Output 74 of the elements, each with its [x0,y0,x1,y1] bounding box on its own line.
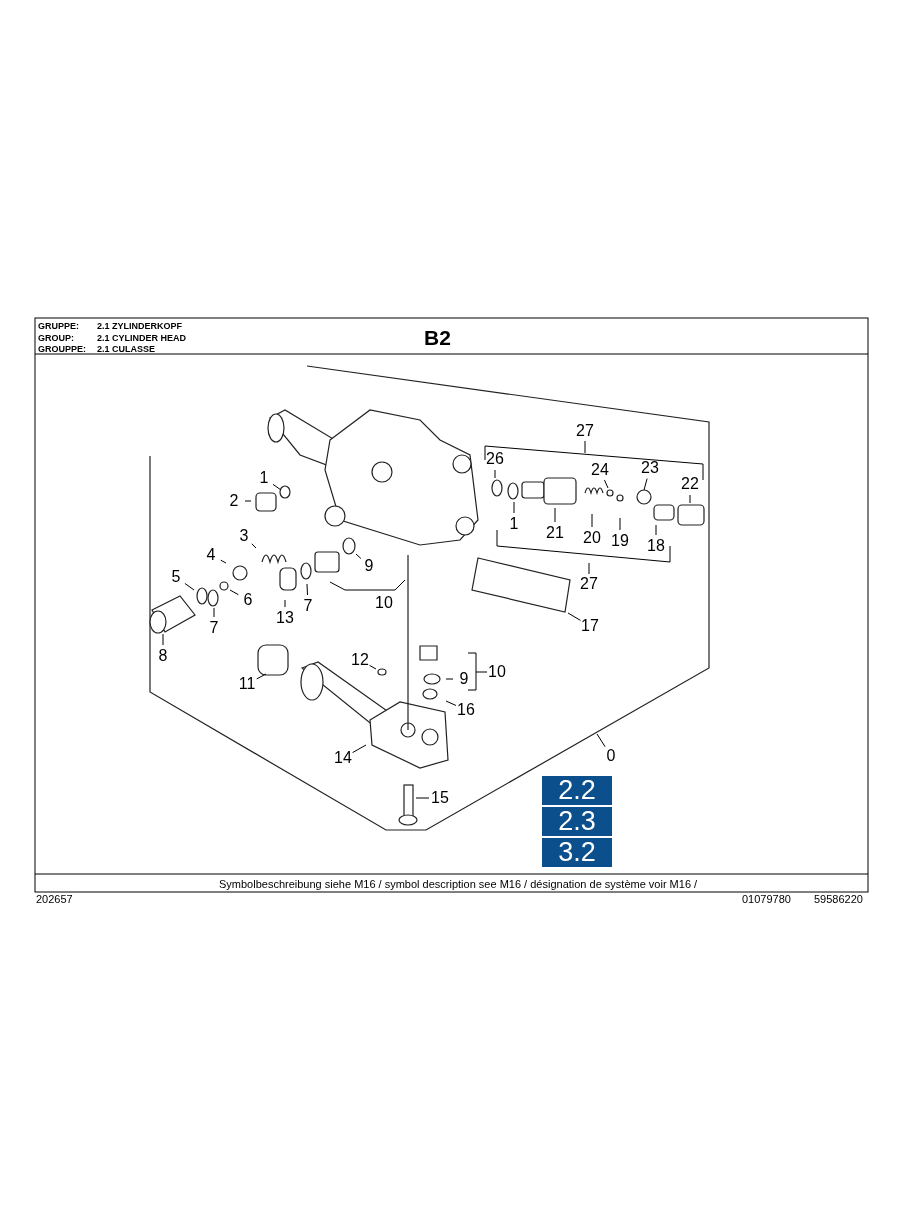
callout-number: 10 [375,595,393,611]
header-label: GROUP: [38,334,74,343]
leader-line [689,494,691,504]
callout-number: 6 [243,592,253,608]
callout-number: 24 [591,462,609,478]
callout-number: 12 [351,652,369,668]
leader-line [213,607,215,618]
callout-number: 27 [576,423,594,439]
callout-number: 3 [239,528,249,544]
leader-line [272,483,282,491]
callout-number: 22 [681,476,699,492]
callout-number: 19 [611,533,629,549]
leader-line [229,589,239,596]
leader-line [603,479,609,489]
leader-line [445,678,454,680]
section-badge: 2.2 [542,776,612,805]
leader-line [244,500,252,502]
leader-line [643,478,648,491]
callout-number: 8 [158,648,168,664]
header-label: 2.1 ZYLINDERKOPF [97,322,182,331]
leader-line [284,599,286,608]
callout-number: 10 [488,664,506,680]
callout-number: 21 [546,525,564,541]
callout-number: 4 [206,547,216,563]
leader-line [352,744,367,754]
leader-line [567,612,582,621]
callout-number: 2 [229,493,239,509]
callout-number: 5 [171,569,181,585]
header-label: GROUPPE: [38,345,86,354]
callout-number: 18 [647,538,665,554]
leader-line [251,543,257,549]
leader-line [591,513,593,528]
callout-number: 26 [486,451,504,467]
callout-number: 14 [334,750,352,766]
callout-number: 9 [364,558,374,574]
footer-note: Symbolbeschreibung siehe M16 / symbol description see M16 / désignation de système voir M16 / [219,878,698,890]
header-label: 2.1 CULASSE [97,345,156,354]
header-label: GRUPPE: [38,322,79,331]
callout-number: 27 [580,576,598,592]
callout-number: 23 [641,460,659,476]
leader-line [554,507,556,523]
callout-number: 1 [509,516,519,532]
section-badge: 3.2 [542,838,612,867]
sheet-code: B2 [424,326,451,350]
callout-number: 9 [459,671,469,687]
document-number: 01079780 [742,893,791,905]
callout-number: 15 [431,790,449,806]
leader-line [655,524,657,536]
callout-number: 17 [581,618,599,634]
leader-line [596,733,606,748]
leader-line [415,797,430,799]
leader-line [256,673,267,680]
section-badge: 2.3 [542,807,612,836]
document-number: 59586220 [814,893,863,905]
leader-line [513,501,515,514]
document-number: 202657 [36,893,73,905]
callout-number: 20 [583,530,601,546]
callout-number: 11 [238,676,256,692]
callout-number: 16 [457,702,475,718]
leader-line [162,633,164,646]
leader-line [619,517,621,531]
leader-line [220,559,227,564]
callout-number: 0 [606,748,616,764]
leader-line [184,582,195,591]
callout-number: 7 [303,598,313,614]
header-label: 2.1 CYLINDER HEAD [97,334,186,343]
leader-line [445,700,457,706]
leader-line [369,664,377,670]
callout-number: 7 [209,620,219,636]
leader-line [494,469,496,479]
callout-number: 13 [276,610,294,626]
leader-line [306,583,308,596]
callout-number: 1 [259,470,269,486]
leader-line [355,553,362,560]
